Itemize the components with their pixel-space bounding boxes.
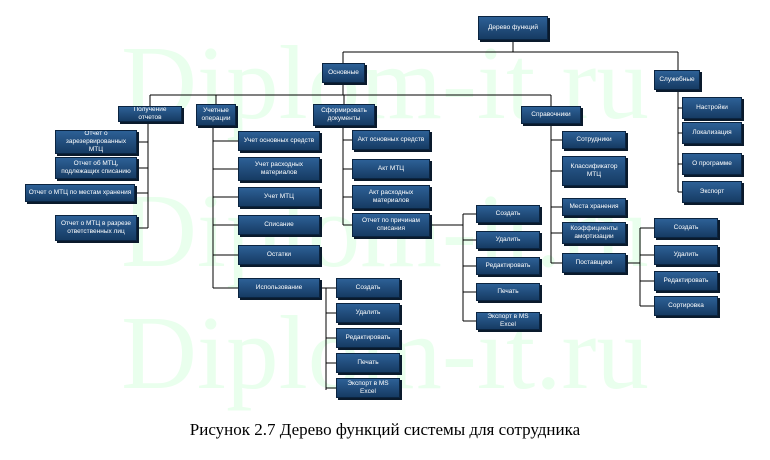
node-koefficienty: Коэффициенты амортизации xyxy=(562,222,626,244)
node-nastroyki: Настройки xyxy=(682,97,742,119)
node-report-storage: Отчет о МТЦ по местам хранения xyxy=(25,184,135,202)
node-otchet-prichiny: Отчет по причинам списания xyxy=(352,213,430,237)
node-osnovnye: Основные xyxy=(322,63,365,83)
node-o-programme: О программе xyxy=(682,153,742,175)
node-lokalizaciya: Локализация xyxy=(682,122,742,144)
node-sluzhebnye: Служебные xyxy=(654,70,700,90)
node-sotrudniki: Сотрудники xyxy=(562,131,626,149)
node-report-responsible: Отчет о МТЦ в разрезе ответственных лиц xyxy=(55,215,137,241)
figure-caption: Рисунок 2.7 Дерево функций системы для с… xyxy=(189,420,581,439)
node-usage-export: Экспорт в MS Excel xyxy=(336,378,400,398)
node-usage-print: Печать xyxy=(336,353,400,373)
node-uchet-mtc: Учет МТЦ xyxy=(238,187,320,207)
node-spisanie: Списание xyxy=(238,215,320,235)
node-akt-mtc: Акт МТЦ xyxy=(352,159,430,179)
node-uchet-rashodnyh: Учет расходных материалов xyxy=(238,157,320,181)
node-doc-create: Создать xyxy=(476,205,540,223)
node-doc-print: Печать xyxy=(476,283,540,301)
node-dir-delete: Удалить xyxy=(654,245,718,265)
node-ostatki: Остатки xyxy=(238,245,320,265)
node-klassifikator: Классификатор МТЦ xyxy=(562,156,626,186)
node-spravochniki: Справочники xyxy=(521,106,581,124)
node-doc-delete: Удалить xyxy=(476,231,540,249)
node-usage-create: Создать xyxy=(336,278,400,298)
node-dir-edit: Редактировать xyxy=(654,271,718,291)
node-usage-delete: Удалить xyxy=(336,303,400,323)
node-uchetnye-operacii: Учетные операции xyxy=(196,104,236,126)
node-doc-edit: Редактировать xyxy=(476,257,540,275)
node-dir-create: Создать xyxy=(654,218,718,238)
node-akt-rashodnyh: Акт расходных материалов xyxy=(352,185,430,209)
node-doc-export: Экспорт в MS Excel xyxy=(476,312,540,330)
node-dir-sort: Сортировка xyxy=(654,296,718,316)
node-poluchenie-otchetov: Получение отчетов xyxy=(118,106,182,122)
node-ispolzovanie: Использование xyxy=(238,278,320,298)
node-mesta-hraneniya: Места хранения xyxy=(562,198,626,216)
node-akt-os: Акт основных средств xyxy=(352,130,430,150)
node-eksport: Экспорт xyxy=(682,181,742,203)
node-uchet-os: Учет основных средств xyxy=(238,131,320,151)
node-report-writeoff: Отчет об МТЦ, подлежащих списанию xyxy=(55,157,137,179)
node-usage-edit: Редактировать xyxy=(336,328,400,348)
node-root: Дерево функций xyxy=(478,16,548,40)
node-report-reserved: Отчет о зарезервированных МТЦ xyxy=(55,130,137,154)
node-postavshiki: Поставщики xyxy=(562,253,626,273)
node-sformirovat-dokumenty: Сформировать документы xyxy=(313,104,375,126)
